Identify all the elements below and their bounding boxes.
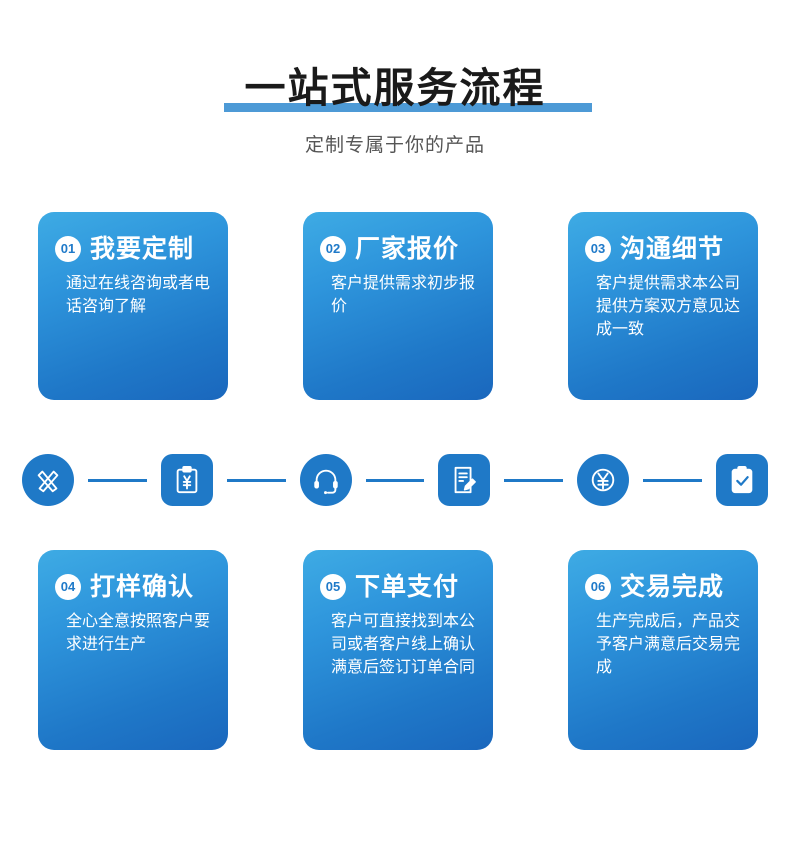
- step-card-02[interactable]: 02 厂家报价 客户提供需求初步报价: [303, 212, 493, 400]
- step-description: 客户提供需求本公司提供方案双方意见达成一致: [596, 275, 741, 338]
- connector-line: [88, 478, 147, 482]
- page-title-wrap: 一站式服务流程: [0, 62, 790, 120]
- page-title: 一站式服务流程: [244, 65, 546, 111]
- step-card-05[interactable]: 05 下单支付 客户可直接找到本公司或者客户线上确认满意后签订订单合同: [303, 550, 493, 750]
- step-description: 客户提供需求初步报价: [331, 275, 476, 315]
- step-title: 沟通细节: [620, 235, 725, 263]
- step-card-05-head: 05 下单支付: [320, 572, 479, 602]
- page-header: 一站式服务流程 定制专属于你的产品: [0, 0, 790, 190]
- step-number-badge: 06: [585, 574, 611, 600]
- step-card-03[interactable]: 03 沟通细节 客户提供需求本公司提供方案双方意见达成一致: [568, 212, 758, 400]
- step-card-01-head: 01 我要定制: [55, 234, 214, 264]
- step-title: 打样确认: [90, 573, 195, 601]
- step-title: 我要定制: [90, 235, 195, 263]
- step-card-04[interactable]: 04 打样确认 全心全意按照客户要求进行生产: [38, 550, 228, 750]
- step-number-badge: 05: [320, 574, 346, 600]
- yuan-payment-icon: [577, 454, 630, 506]
- step-card-01[interactable]: 01 我要定制 通过在线咨询或者电话咨询了解: [38, 212, 228, 400]
- step-description: 客户可直接找到本公司或者客户线上确认满意后签订订单合同: [331, 613, 476, 676]
- clipboard-yuan-quote-icon: [160, 454, 213, 506]
- connector-line: [226, 478, 286, 482]
- step-number-badge: 03: [585, 236, 611, 262]
- step-card-03-head: 03 沟通细节: [585, 234, 744, 264]
- step-description: 通过在线咨询或者电话咨询了解: [66, 275, 211, 315]
- step-number-badge: 02: [320, 236, 346, 262]
- clipboard-check-done-icon: [715, 454, 768, 506]
- step-description: 生产完成后，产品交予客户满意后交易完成: [596, 613, 741, 676]
- headset-support-icon: [299, 454, 352, 506]
- design-pencil-ruler-icon: [22, 454, 74, 506]
- connector-line: [504, 478, 564, 482]
- document-sign-contract-icon: [438, 454, 491, 506]
- step-title: 下单支付: [355, 573, 460, 601]
- step-card-06-head: 06 交易完成: [585, 572, 744, 602]
- steps-row-bottom: 04 打样确认 全心全意按照客户要求进行生产 05 下单支付 客户可直接找到本公…: [38, 550, 758, 750]
- step-number-badge: 01: [55, 236, 81, 262]
- process-icon-strip: [22, 450, 768, 510]
- step-description: 全心全意按照客户要求进行生产: [66, 613, 211, 653]
- connector-line: [643, 478, 702, 482]
- step-title: 交易完成: [620, 573, 725, 601]
- step-card-04-head: 04 打样确认: [55, 572, 214, 602]
- step-title: 厂家报价: [355, 235, 460, 263]
- connector-line: [365, 478, 425, 482]
- step-number-badge: 04: [55, 574, 81, 600]
- steps-row-top: 01 我要定制 通过在线咨询或者电话咨询了解 02 厂家报价 客户提供需求初步报…: [38, 212, 758, 400]
- step-card-06[interactable]: 06 交易完成 生产完成后，产品交予客户满意后交易完成: [568, 550, 758, 750]
- step-card-02-head: 02 厂家报价: [320, 234, 479, 264]
- title-underline-bar: [224, 103, 592, 112]
- page-subtitle: 定制专属于你的产品: [304, 135, 485, 156]
